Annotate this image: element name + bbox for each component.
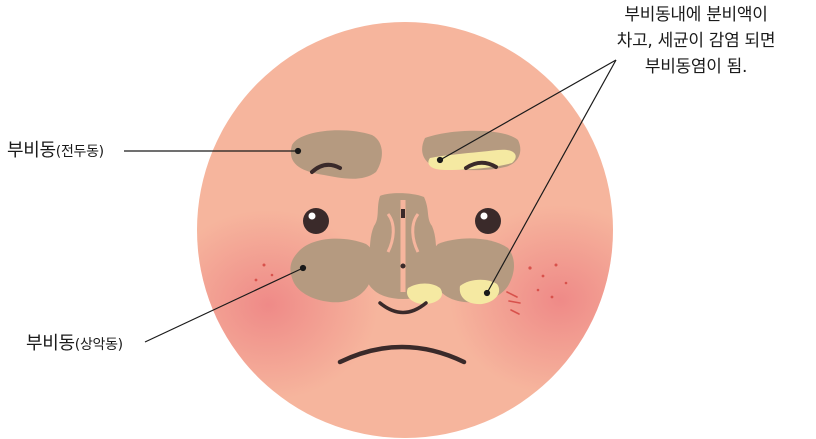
frontal-sinus-label-sub: (전두동) [56, 144, 104, 160]
sinusitis-note: 부비동내에 분비액이 차고, 세균이 감염 되면 부비동염이 됨. [578, 2, 814, 80]
maxillary-sinus-label: 부비동(상악동) [26, 333, 123, 356]
left-cheek-blush [158, 210, 378, 400]
frontal-sinus-label: 부비동(전두동) [7, 140, 104, 163]
left-eye [303, 208, 329, 234]
sinusitis-note-line-1: 부비동내에 분비액이 [578, 2, 814, 28]
sinusitis-note-line-2: 차고, 세균이 감염 되면 [578, 28, 814, 54]
sinusitis-note-line-3: 부비동염이 됨. [578, 54, 814, 80]
maxillary-sinus-label-main: 부비동 [26, 333, 75, 354]
right-eye [475, 208, 501, 234]
frontal-sinus-label-main: 부비동 [7, 140, 56, 161]
maxillary-sinus-label-sub: (상악동) [75, 337, 123, 353]
